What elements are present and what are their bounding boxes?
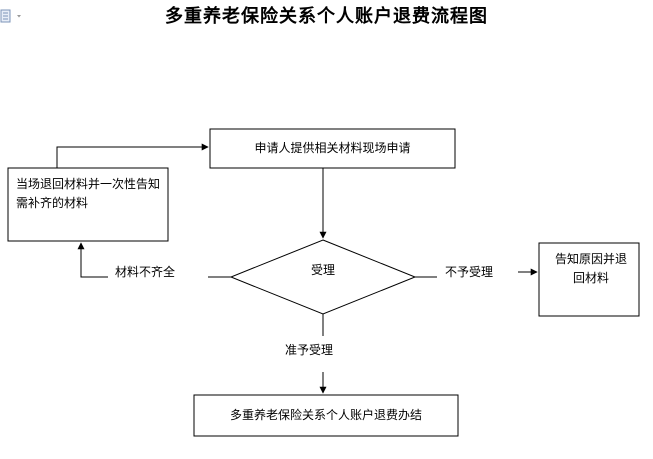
edge-return-to-apply — [56, 143, 209, 168]
node-apply-label: 申请人提供相关材料现场申请 — [254, 141, 411, 155]
node-finish-box — [193, 394, 459, 437]
edge-incomplete-arrow — [77, 242, 108, 278]
page-title: 多重养老保险关系个人账户退费流程图 — [165, 6, 488, 27]
node-incomplete-notice-label: 当场退回材料并一次性告知需补齐的材料 — [16, 177, 161, 210]
node-reject-notice-box — [538, 242, 640, 317]
document-dropdown-icon[interactable] — [0, 9, 24, 23]
node-finish-label: 多重养老保险关系个人账户退费办结 — [229, 408, 422, 422]
node-apply-box — [209, 128, 456, 169]
edge-label-accept: 准予受理 — [285, 343, 334, 357]
node-reject-notice-label: 告知原因并退回材料 — [554, 252, 627, 285]
edge-label-incomplete: 材料不齐全 — [115, 265, 176, 279]
node-incomplete-notice-box — [7, 167, 169, 242]
edge-label-reject: 不予受理 — [445, 265, 494, 279]
node-decision-label: 受理 — [310, 263, 335, 277]
